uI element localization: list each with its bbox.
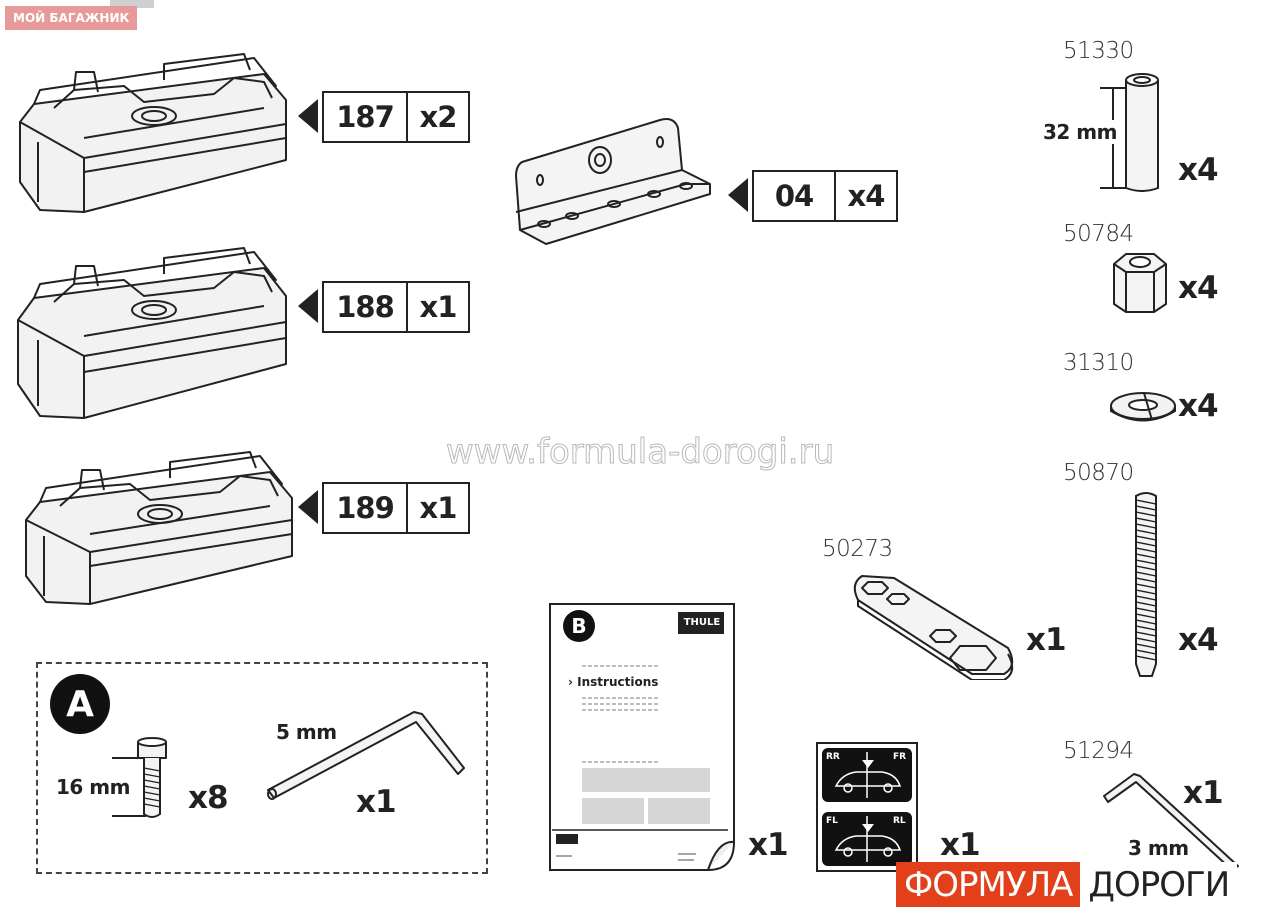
- pad-1-qty: x2: [419, 100, 458, 134]
- bolt-qty: x8: [188, 780, 229, 816]
- pad-3-label: 189 x1: [322, 482, 470, 534]
- sticker-label-rr: RR: [826, 752, 840, 762]
- stickers-sheet: [816, 742, 918, 872]
- bracket-pointer-icon: [728, 178, 748, 212]
- pad-1-label: 187 x2: [322, 91, 470, 143]
- chevron-right-icon: ›: [568, 675, 573, 689]
- pad-2-qty: x1: [419, 290, 458, 324]
- watermark-url: www.formula-dorogi.ru: [445, 432, 835, 473]
- instructions-title-text: Instructions: [577, 675, 659, 689]
- pad-3-pointer-icon: [298, 490, 318, 524]
- pad-1-code: 187: [324, 93, 408, 141]
- sticker-label-fr: FR: [893, 752, 907, 762]
- foot-pad-3-drawing: [25, 451, 293, 605]
- nut-part-no: 50784: [1063, 221, 1134, 247]
- spacer-drawing: [1100, 73, 1159, 192]
- wrench-drawing: [853, 575, 1014, 680]
- hex-key-drawing: [267, 711, 465, 800]
- pad-3-code: 189: [324, 484, 408, 532]
- bracket-drawing: [515, 118, 711, 245]
- wrench-qty: x1: [1026, 622, 1067, 658]
- brand-logo: THULE: [683, 617, 721, 628]
- stickers-qty: x1: [940, 827, 981, 863]
- bracket-qty: x4: [847, 179, 886, 213]
- foot-pad-2-drawing: [17, 247, 287, 419]
- spacer-qty: x4: [1178, 152, 1219, 188]
- sticker-label-rl: RL: [893, 816, 906, 826]
- nut-qty: x4: [1178, 270, 1219, 306]
- nut-drawing: [1113, 253, 1167, 313]
- spacer-part-no: 51330: [1063, 38, 1134, 64]
- wrench-part-no: 50273: [822, 536, 893, 562]
- bracket-code: 04: [754, 172, 836, 220]
- instructions-qty: x1: [748, 827, 789, 863]
- kit-a-badge: A: [50, 674, 110, 734]
- pad-2-code: 188: [324, 283, 408, 331]
- hex-key-small-qty: x1: [1183, 775, 1224, 811]
- threaded-rod-part-no: 50870: [1063, 460, 1134, 486]
- spacer-dimension: 32 mm: [1043, 120, 1117, 144]
- pad-1-pointer-icon: [298, 99, 318, 133]
- bracket-label: 04 x4: [752, 170, 898, 222]
- instructions-booklet: [549, 603, 735, 871]
- corner-shape: [110, 0, 154, 8]
- threaded-rod-drawing: [1135, 492, 1157, 677]
- brand-logo-banner: ФОРМУЛА ДОРОГИ: [896, 862, 1238, 907]
- hex-key-small-dimension: 3 mm: [1128, 836, 1189, 860]
- pad-2-pointer-icon: [298, 289, 318, 323]
- brand-part-2: ДОРОГИ: [1080, 862, 1238, 907]
- kit-a-box: [36, 662, 488, 874]
- hex-key-qty: x1: [356, 784, 397, 820]
- bolt-drawing: [112, 737, 167, 818]
- instructions-badge: B: [563, 610, 595, 642]
- brand-part-1: ФОРМУЛА: [896, 862, 1081, 907]
- pad-2-label: 188 x1: [322, 281, 470, 333]
- bolt-dimension: 16 mm: [56, 775, 130, 799]
- corner-tag: МОЙ БАГАЖНИК: [5, 6, 138, 30]
- washer-drawing: [1110, 392, 1176, 422]
- washer-part-no: 31310: [1063, 350, 1134, 376]
- foot-pad-1-drawing: [19, 53, 287, 213]
- threaded-rod-qty: x4: [1178, 622, 1219, 658]
- sticker-label-fl: FL: [826, 816, 838, 826]
- hex-key-dimension: 5 mm: [276, 720, 337, 744]
- washer-qty: x4: [1178, 388, 1219, 424]
- pad-3-qty: x1: [419, 491, 458, 525]
- instructions-title: › Instructions: [568, 675, 658, 689]
- hex-key-small-part-no: 51294: [1063, 738, 1134, 764]
